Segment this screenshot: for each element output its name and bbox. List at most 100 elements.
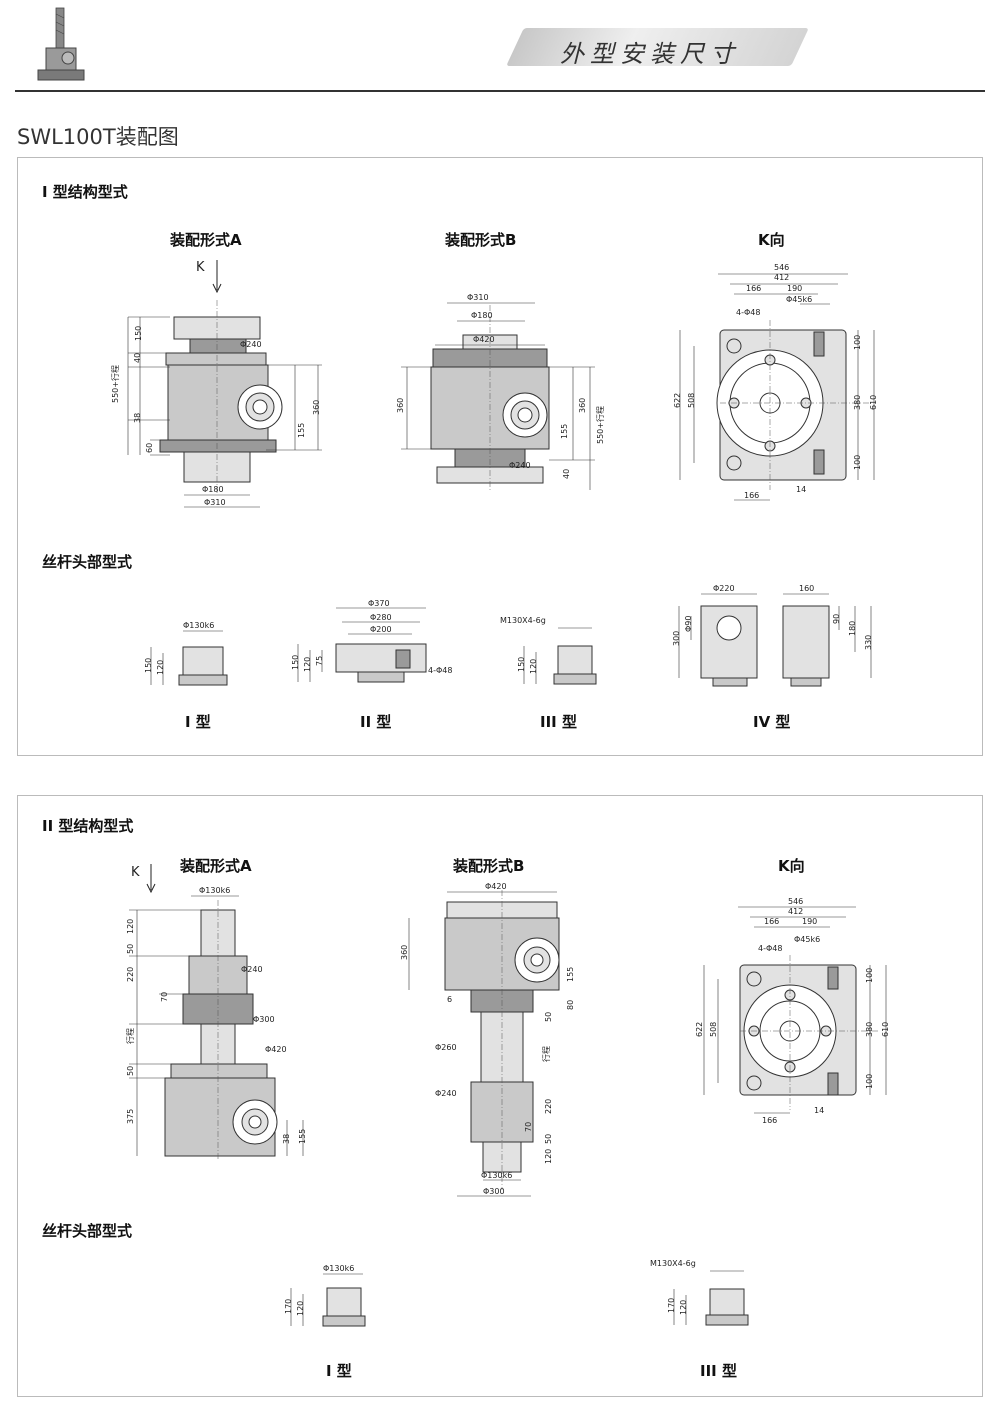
drawing-k-view-ii: 546 412 166 190 Φ45k6 4-Φ48 622 508 100 … bbox=[695, 897, 890, 1125]
svg-text:220: 220 bbox=[126, 967, 135, 982]
svg-text:100: 100 bbox=[865, 968, 874, 983]
svg-text:Φ90: Φ90 bbox=[684, 616, 693, 632]
svg-text:4-Φ48: 4-Φ48 bbox=[428, 666, 452, 675]
svg-text:120: 120 bbox=[679, 1300, 688, 1315]
svg-text:160: 160 bbox=[799, 584, 814, 593]
svg-text:M130X4-6g: M130X4-6g bbox=[650, 1259, 696, 1268]
drawing-head-type-4: Φ220 300 Φ90 160 90 180 330 bbox=[672, 584, 873, 687]
svg-text:40: 40 bbox=[562, 469, 571, 479]
header-rule bbox=[15, 90, 985, 92]
svg-text:4-Φ48: 4-Φ48 bbox=[758, 944, 782, 953]
svg-text:M130X4-6g: M130X4-6g bbox=[500, 616, 546, 625]
svg-text:Φ240: Φ240 bbox=[241, 965, 263, 974]
svg-text:75: 75 bbox=[315, 656, 324, 666]
section-title-type-i: I 型结构型式 bbox=[42, 183, 128, 201]
svg-text:50: 50 bbox=[126, 1066, 135, 1076]
svg-text:Φ420: Φ420 bbox=[485, 882, 507, 891]
svg-text:330: 330 bbox=[864, 635, 873, 650]
svg-text:38: 38 bbox=[282, 1134, 291, 1144]
svg-text:Φ180: Φ180 bbox=[202, 485, 224, 494]
svg-text:622: 622 bbox=[695, 1022, 704, 1037]
svg-text:80: 80 bbox=[566, 1000, 575, 1010]
svg-text:Φ200: Φ200 bbox=[370, 625, 392, 634]
svg-text:40: 40 bbox=[133, 353, 142, 363]
svg-text:70: 70 bbox=[160, 992, 169, 1002]
svg-text:190: 190 bbox=[802, 917, 817, 926]
svg-text:360: 360 bbox=[578, 398, 587, 413]
svg-text:166: 166 bbox=[764, 917, 779, 926]
svg-text:412: 412 bbox=[788, 907, 803, 916]
svg-text:100: 100 bbox=[865, 1074, 874, 1089]
svg-text:Φ260: Φ260 bbox=[435, 1043, 457, 1052]
svg-text:610: 610 bbox=[869, 395, 878, 410]
label-head-ii-3: III 型 bbox=[700, 1362, 737, 1380]
svg-text:6: 6 bbox=[447, 995, 452, 1004]
svg-text:行程: 行程 bbox=[125, 1028, 135, 1044]
svg-text:190: 190 bbox=[787, 284, 802, 293]
caption-view-a: 装配形式A bbox=[170, 231, 242, 249]
panel-type-i bbox=[17, 157, 983, 756]
svg-text:100: 100 bbox=[853, 455, 862, 470]
svg-text:14: 14 bbox=[814, 1106, 824, 1115]
svg-text:60: 60 bbox=[145, 443, 154, 453]
drawing-k-view-i: 546 412 166 190 Φ45k6 4-Φ48 622 508 100 … bbox=[673, 263, 878, 501]
svg-text:38: 38 bbox=[133, 413, 142, 423]
drawing-head-type-2: Φ370 Φ280 Φ200 150 120 75 4-Φ48 bbox=[291, 599, 452, 683]
svg-text:90: 90 bbox=[832, 614, 841, 624]
caption-view-k: K向 bbox=[758, 231, 785, 249]
svg-text:70: 70 bbox=[524, 1122, 533, 1132]
svg-text:Φ45k6: Φ45k6 bbox=[794, 935, 820, 944]
svg-text:Φ420: Φ420 bbox=[265, 1045, 287, 1054]
header-banner-text: 外型安装尺寸 bbox=[560, 40, 740, 68]
svg-text:Φ45k6: Φ45k6 bbox=[786, 295, 812, 304]
screw-jack-logo-icon bbox=[37, 7, 85, 81]
svg-text:170: 170 bbox=[284, 1299, 293, 1314]
svg-text:508: 508 bbox=[687, 393, 696, 408]
svg-text:155: 155 bbox=[560, 424, 569, 439]
svg-text:550+行程: 550+行程 bbox=[595, 406, 605, 444]
label-head-ii-1: I 型 bbox=[326, 1362, 352, 1380]
svg-text:Φ180: Φ180 bbox=[471, 311, 493, 320]
svg-text:Φ300: Φ300 bbox=[253, 1015, 275, 1024]
svg-text:380: 380 bbox=[865, 1022, 874, 1037]
panel-type-ii bbox=[17, 795, 983, 1397]
svg-text:Φ130k6: Φ130k6 bbox=[481, 1171, 512, 1180]
drawing-head-type-1: Φ130k6 150 120 bbox=[144, 621, 228, 686]
section-title-heads-i: 丝杆头部型式 bbox=[42, 553, 133, 571]
svg-text:150: 150 bbox=[517, 657, 526, 672]
label-head-2: II 型 bbox=[360, 713, 392, 731]
drawing-head-type-3: M130X4-6g 150 120 bbox=[500, 616, 597, 685]
svg-text:行程: 行程 bbox=[541, 1046, 551, 1062]
svg-text:120: 120 bbox=[126, 919, 135, 934]
svg-text:120: 120 bbox=[303, 657, 312, 672]
svg-text:220: 220 bbox=[544, 1099, 553, 1114]
svg-text:155: 155 bbox=[297, 423, 306, 438]
svg-text:166: 166 bbox=[746, 284, 761, 293]
svg-text:Φ130k6: Φ130k6 bbox=[323, 1264, 354, 1273]
svg-text:Φ240: Φ240 bbox=[435, 1089, 457, 1098]
svg-text:K: K bbox=[131, 865, 140, 880]
svg-text:Φ300: Φ300 bbox=[483, 1187, 505, 1196]
svg-text:300: 300 bbox=[672, 631, 681, 646]
page-title: SWL100T装配图 bbox=[17, 125, 179, 149]
drawing-assembly-a-ii: K Φ130k6 Φ240 Φ300 Φ420 120 50 220 70 行程… bbox=[125, 864, 307, 1160]
label-head-4: IV 型 bbox=[753, 713, 791, 731]
svg-text:120: 120 bbox=[156, 660, 165, 675]
svg-text:412: 412 bbox=[774, 273, 789, 282]
svg-text:Φ280: Φ280 bbox=[370, 613, 392, 622]
svg-text:50: 50 bbox=[126, 944, 135, 954]
svg-text:Φ240: Φ240 bbox=[509, 461, 531, 470]
svg-text:Φ420: Φ420 bbox=[473, 335, 495, 344]
svg-text:550+行程: 550+行程 bbox=[110, 365, 120, 403]
svg-text:508: 508 bbox=[709, 1022, 718, 1037]
svg-text:Φ310: Φ310 bbox=[467, 293, 489, 302]
svg-text:150: 150 bbox=[144, 658, 153, 673]
caption-view-a-ii: 装配形式A bbox=[180, 857, 252, 875]
svg-text:610: 610 bbox=[881, 1022, 890, 1037]
svg-text:155: 155 bbox=[566, 967, 575, 982]
svg-text:360: 360 bbox=[396, 398, 405, 413]
drawing-head-ii-type-3: M130X4-6g 170 120 bbox=[650, 1259, 749, 1326]
svg-text:546: 546 bbox=[774, 263, 789, 272]
svg-text:166: 166 bbox=[744, 491, 759, 500]
svg-text:14: 14 bbox=[796, 485, 806, 494]
